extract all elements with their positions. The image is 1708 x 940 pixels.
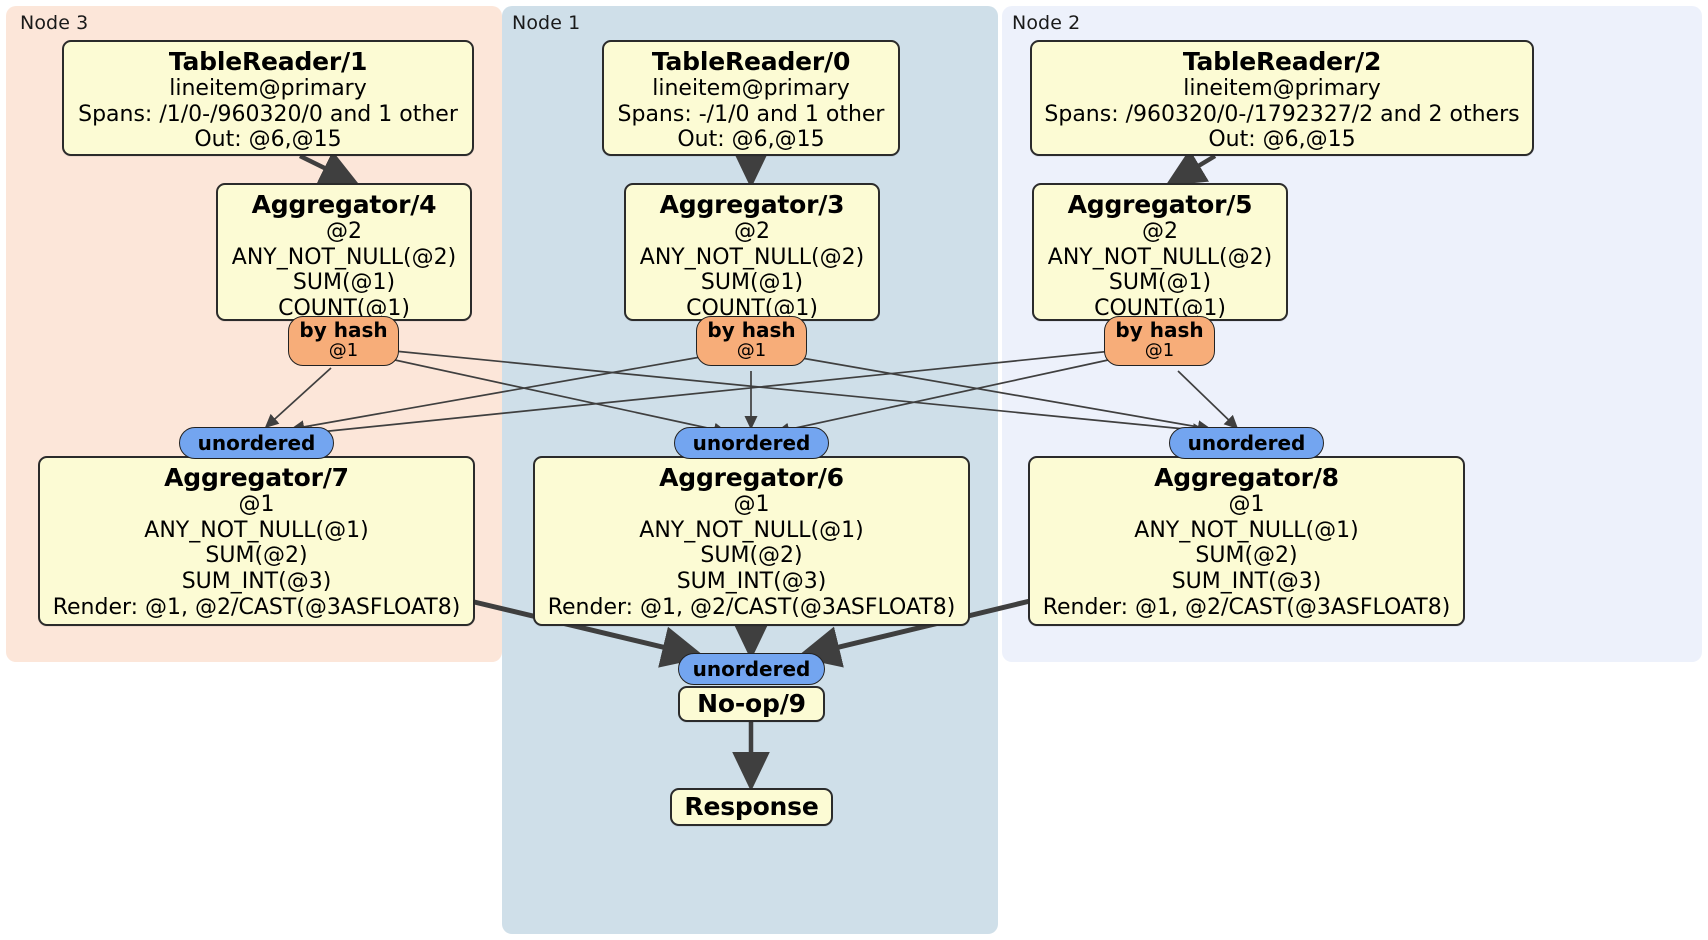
box-title: TableReader/1 bbox=[168, 47, 368, 76]
box-title: No-op/9 bbox=[697, 689, 806, 718]
box-line: lineitem@primary bbox=[169, 76, 367, 101]
box-line: Render: @1, @2/CAST(@3ASFLOAT8) bbox=[52, 594, 461, 620]
router-by-hash-middle[interactable]: by hash @1 bbox=[696, 316, 807, 366]
box-aggregator-7[interactable]: Aggregator/7 @1 ANY_NOT_NULL(@1) SUM(@2)… bbox=[38, 456, 475, 626]
router-by-hash-left[interactable]: by hash @1 bbox=[288, 316, 399, 366]
sync-unordered-final[interactable]: unordered bbox=[678, 653, 825, 685]
router-sublabel: @1 bbox=[328, 340, 359, 362]
box-line: Out: @6,@15 bbox=[677, 127, 825, 153]
box-line: SUM(@1) bbox=[700, 270, 804, 296]
box-line: SUM(@1) bbox=[1108, 270, 1212, 296]
box-title: Aggregator/6 bbox=[659, 463, 844, 492]
box-line: Out: @6,@15 bbox=[194, 127, 342, 153]
sync-unordered-right[interactable]: unordered bbox=[1169, 427, 1324, 459]
box-tablereader-2[interactable]: TableReader/2 lineitem@primary Spans: /9… bbox=[1030, 40, 1534, 156]
box-title: Aggregator/8 bbox=[1154, 463, 1339, 492]
node-label-node1: Node 1 bbox=[512, 12, 581, 34]
box-line: SUM(@2) bbox=[1195, 543, 1298, 569]
box-line: lineitem@primary bbox=[652, 76, 850, 101]
box-title: Aggregator/5 bbox=[1067, 190, 1253, 219]
sync-label: unordered bbox=[692, 656, 811, 681]
sync-unordered-left[interactable]: unordered bbox=[179, 427, 334, 459]
box-line: ANY_NOT_NULL(@2) bbox=[639, 244, 865, 270]
box-line: SUM(@2) bbox=[205, 543, 308, 569]
box-line: ANY_NOT_NULL(@1) bbox=[1134, 517, 1359, 543]
sync-label: unordered bbox=[1187, 430, 1306, 455]
box-aggregator-4[interactable]: Aggregator/4 @2 ANY_NOT_NULL(@2) SUM(@1)… bbox=[216, 183, 472, 321]
box-line: @1 bbox=[238, 492, 275, 517]
router-label: by hash bbox=[299, 318, 388, 343]
node-label-node2: Node 2 bbox=[1012, 12, 1081, 34]
box-line: ANY_NOT_NULL(@1) bbox=[144, 517, 369, 543]
box-line: @2 bbox=[1142, 219, 1178, 244]
box-title: TableReader/2 bbox=[1182, 47, 1382, 76]
box-tablereader-0[interactable]: TableReader/0 lineitem@primary Spans: -/… bbox=[602, 40, 900, 156]
box-title: Aggregator/4 bbox=[251, 190, 437, 219]
box-line: SUM_INT(@3) bbox=[181, 569, 332, 595]
sync-label: unordered bbox=[197, 430, 316, 455]
box-line: Out: @6,@15 bbox=[1208, 127, 1356, 153]
box-line: @1 bbox=[733, 492, 770, 517]
box-line: SUM(@1) bbox=[292, 270, 396, 296]
sync-label: unordered bbox=[692, 430, 811, 455]
box-line: @1 bbox=[1228, 492, 1265, 517]
box-line: lineitem@primary bbox=[1183, 76, 1381, 101]
box-title: Response bbox=[684, 792, 819, 821]
box-line: @2 bbox=[326, 219, 362, 244]
box-line: Spans: /960320/0-/1792327/2 and 2 others bbox=[1044, 101, 1520, 127]
box-response[interactable]: Response bbox=[670, 788, 833, 826]
box-tablereader-1[interactable]: TableReader/1 lineitem@primary Spans: /1… bbox=[62, 40, 474, 156]
router-sublabel: @1 bbox=[1144, 340, 1175, 362]
box-line: @2 bbox=[734, 219, 770, 244]
box-aggregator-3[interactable]: Aggregator/3 @2 ANY_NOT_NULL(@2) SUM(@1)… bbox=[624, 183, 880, 321]
box-line: SUM(@2) bbox=[700, 543, 803, 569]
sync-unordered-middle[interactable]: unordered bbox=[674, 427, 829, 459]
box-aggregator-6[interactable]: Aggregator/6 @1 ANY_NOT_NULL(@1) SUM(@2)… bbox=[533, 456, 970, 626]
box-line: ANY_NOT_NULL(@2) bbox=[231, 244, 457, 270]
box-line: Render: @1, @2/CAST(@3ASFLOAT8) bbox=[1042, 594, 1451, 620]
router-label: by hash bbox=[707, 318, 796, 343]
node-label-node3: Node 3 bbox=[20, 12, 89, 34]
box-line: ANY_NOT_NULL(@2) bbox=[1047, 244, 1273, 270]
box-line: ANY_NOT_NULL(@1) bbox=[639, 517, 864, 543]
box-aggregator-8[interactable]: Aggregator/8 @1 ANY_NOT_NULL(@1) SUM(@2)… bbox=[1028, 456, 1465, 626]
box-noop-9[interactable]: No-op/9 bbox=[678, 686, 825, 722]
box-line: SUM_INT(@3) bbox=[676, 569, 827, 595]
box-line: Spans: /1/0-/960320/0 and 1 other bbox=[78, 101, 458, 127]
box-title: Aggregator/7 bbox=[164, 463, 349, 492]
box-line: SUM_INT(@3) bbox=[1171, 569, 1322, 595]
router-sublabel: @1 bbox=[736, 340, 767, 362]
box-aggregator-5[interactable]: Aggregator/5 @2 ANY_NOT_NULL(@2) SUM(@1)… bbox=[1032, 183, 1288, 321]
box-line: Render: @1, @2/CAST(@3ASFLOAT8) bbox=[547, 594, 956, 620]
router-by-hash-right[interactable]: by hash @1 bbox=[1104, 316, 1215, 366]
box-line: Spans: -/1/0 and 1 other bbox=[617, 101, 885, 127]
router-label: by hash bbox=[1115, 318, 1204, 343]
box-title: Aggregator/3 bbox=[659, 190, 845, 219]
box-title: TableReader/0 bbox=[651, 47, 851, 76]
